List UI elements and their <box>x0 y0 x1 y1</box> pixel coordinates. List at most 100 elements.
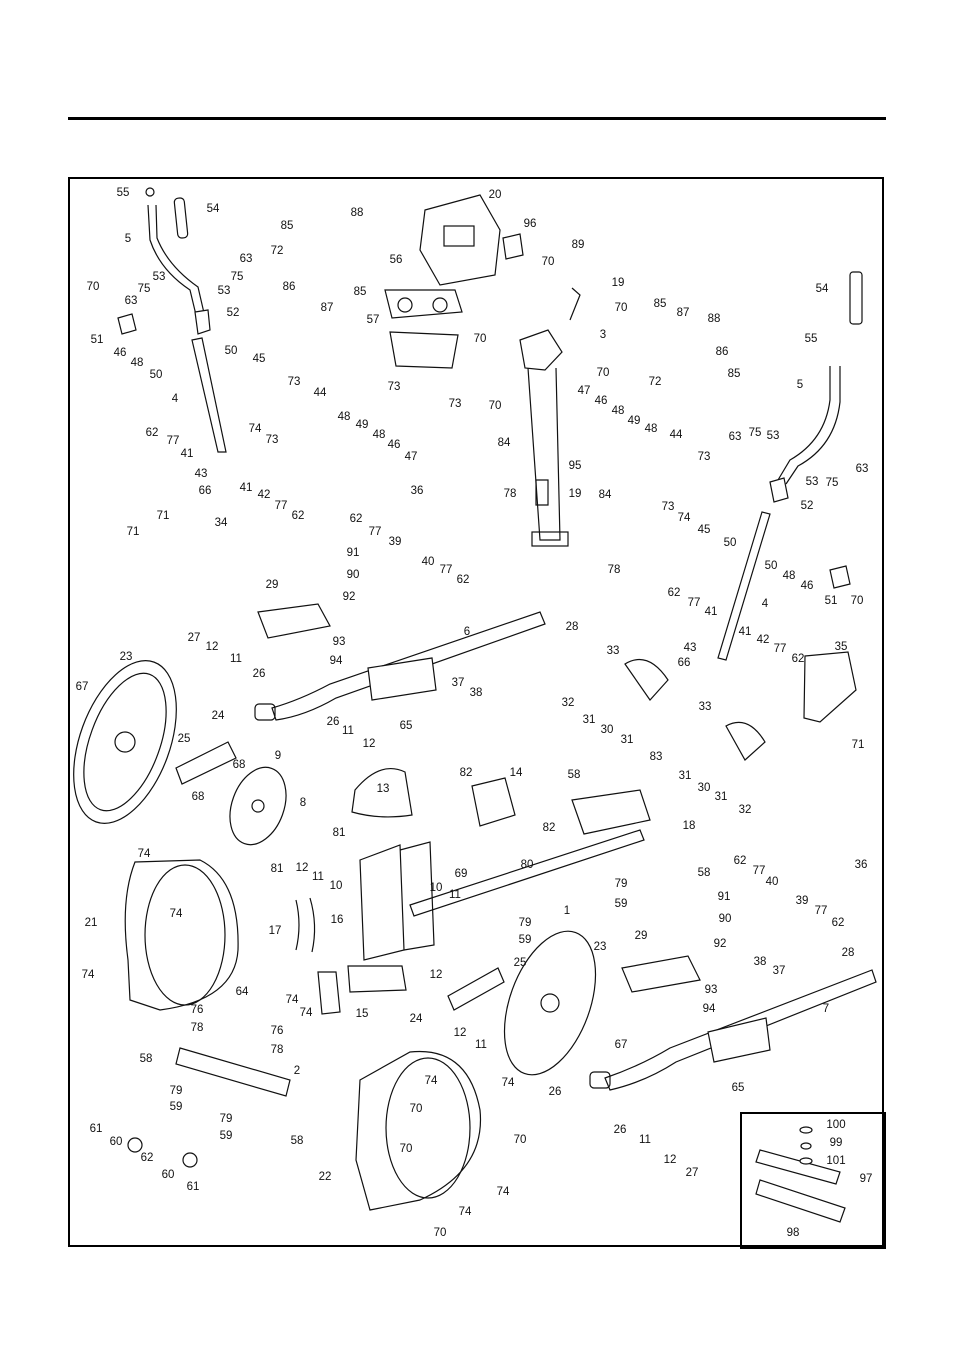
part-label: 68 <box>192 791 205 803</box>
part-label: 65 <box>732 1082 745 1094</box>
left-handlebar <box>117 187 227 453</box>
part-label: 70 <box>434 1227 447 1239</box>
part-label: 5 <box>125 233 131 245</box>
part-label: 62 <box>350 513 363 525</box>
part-label: 77 <box>369 526 382 538</box>
part-label: 26 <box>253 668 266 680</box>
part-label: 41 <box>705 606 718 618</box>
part-label: 59 <box>220 1130 233 1142</box>
part-label: 34 <box>215 517 228 529</box>
part-label: 28 <box>842 947 855 959</box>
part-label: 2 <box>294 1065 300 1077</box>
part-label: 63 <box>240 253 253 265</box>
part-label: 99 <box>830 1137 843 1149</box>
part-label: 95 <box>569 460 582 472</box>
part-label: 12 <box>296 862 309 874</box>
part-label: 47 <box>578 385 591 397</box>
part-label: 31 <box>621 734 634 746</box>
part-label: 42 <box>757 634 770 646</box>
part-label: 88 <box>708 313 721 325</box>
part-label: 41 <box>739 626 752 638</box>
part-label: 36 <box>855 859 868 871</box>
part-label: 74 <box>502 1077 515 1089</box>
part-label: 72 <box>271 245 284 257</box>
part-label: 14 <box>510 767 523 779</box>
part-label: 43 <box>684 642 697 654</box>
pedal-arm-left <box>254 603 546 721</box>
part-label: 19 <box>569 488 582 500</box>
part-label: 87 <box>321 302 334 314</box>
part-label: 74 <box>170 908 183 920</box>
part-label: 70 <box>514 1134 527 1146</box>
part-label: 17 <box>269 925 282 937</box>
part-label: 31 <box>715 791 728 803</box>
part-label: 77 <box>275 500 288 512</box>
part-label: 100 <box>826 1119 845 1131</box>
part-label: 67 <box>615 1039 628 1051</box>
part-label: 77 <box>753 865 766 877</box>
part-label: 85 <box>281 220 294 232</box>
part-label: 53 <box>767 430 780 442</box>
part-label: 51 <box>91 334 104 346</box>
part-label: 71 <box>852 739 865 751</box>
part-label: 48 <box>338 411 351 423</box>
part-label: 37 <box>773 965 786 977</box>
part-label: 70 <box>400 1143 413 1155</box>
part-label: 60 <box>162 1169 175 1181</box>
part-label: 90 <box>719 913 732 925</box>
part-label: 40 <box>766 876 779 888</box>
part-label: 50 <box>724 537 737 549</box>
part-label: 31 <box>679 770 692 782</box>
part-label: 55 <box>805 333 818 345</box>
part-label: 70 <box>410 1103 423 1115</box>
part-label: 92 <box>714 938 727 950</box>
part-label: 70 <box>851 595 864 607</box>
console <box>384 194 581 369</box>
part-label: 65 <box>400 720 413 732</box>
part-label: 50 <box>765 560 778 572</box>
part-label: 62 <box>832 917 845 929</box>
part-label: 59 <box>170 1101 183 1113</box>
part-label: 59 <box>615 898 628 910</box>
part-label: 89 <box>572 239 585 251</box>
part-label: 53 <box>806 476 819 488</box>
part-label: 85 <box>728 368 741 380</box>
part-label: 74 <box>82 969 95 981</box>
part-label: 48 <box>373 429 386 441</box>
part-label: 73 <box>662 501 675 513</box>
part-label: 28 <box>566 621 579 633</box>
part-label: 53 <box>153 271 166 283</box>
part-label: 45 <box>698 524 711 536</box>
part-label: 70 <box>542 256 555 268</box>
part-label: 8 <box>300 797 306 809</box>
part-label: 23 <box>120 651 133 663</box>
part-label: 27 <box>686 1167 699 1179</box>
right-shroud <box>355 1050 482 1211</box>
part-label: 84 <box>599 489 612 501</box>
part-label: 25 <box>178 733 191 745</box>
part-label: 24 <box>410 1013 423 1025</box>
part-label: 4 <box>762 598 769 610</box>
part-label: 47 <box>405 451 418 463</box>
part-label: 83 <box>650 751 663 763</box>
header-rule <box>68 117 886 120</box>
part-label: 70 <box>474 333 487 345</box>
part-label: 45 <box>253 353 266 365</box>
part-label: 77 <box>688 597 701 609</box>
part-label: 50 <box>225 345 238 357</box>
part-label: 49 <box>628 415 641 427</box>
part-label: 21 <box>85 917 98 929</box>
part-label: 75 <box>231 271 244 283</box>
part-label: 74 <box>138 848 151 860</box>
part-label: 71 <box>127 526 140 538</box>
part-label: 29 <box>266 579 279 591</box>
part-label: 58 <box>568 769 581 781</box>
part-label: 12 <box>363 738 376 750</box>
part-label: 42 <box>258 489 271 501</box>
part-label: 41 <box>181 448 194 460</box>
part-label: 68 <box>233 759 246 771</box>
part-label: 11 <box>449 889 461 901</box>
part-label: 78 <box>608 564 621 576</box>
part-label: 3 <box>600 329 606 341</box>
part-label: 39 <box>389 536 402 548</box>
